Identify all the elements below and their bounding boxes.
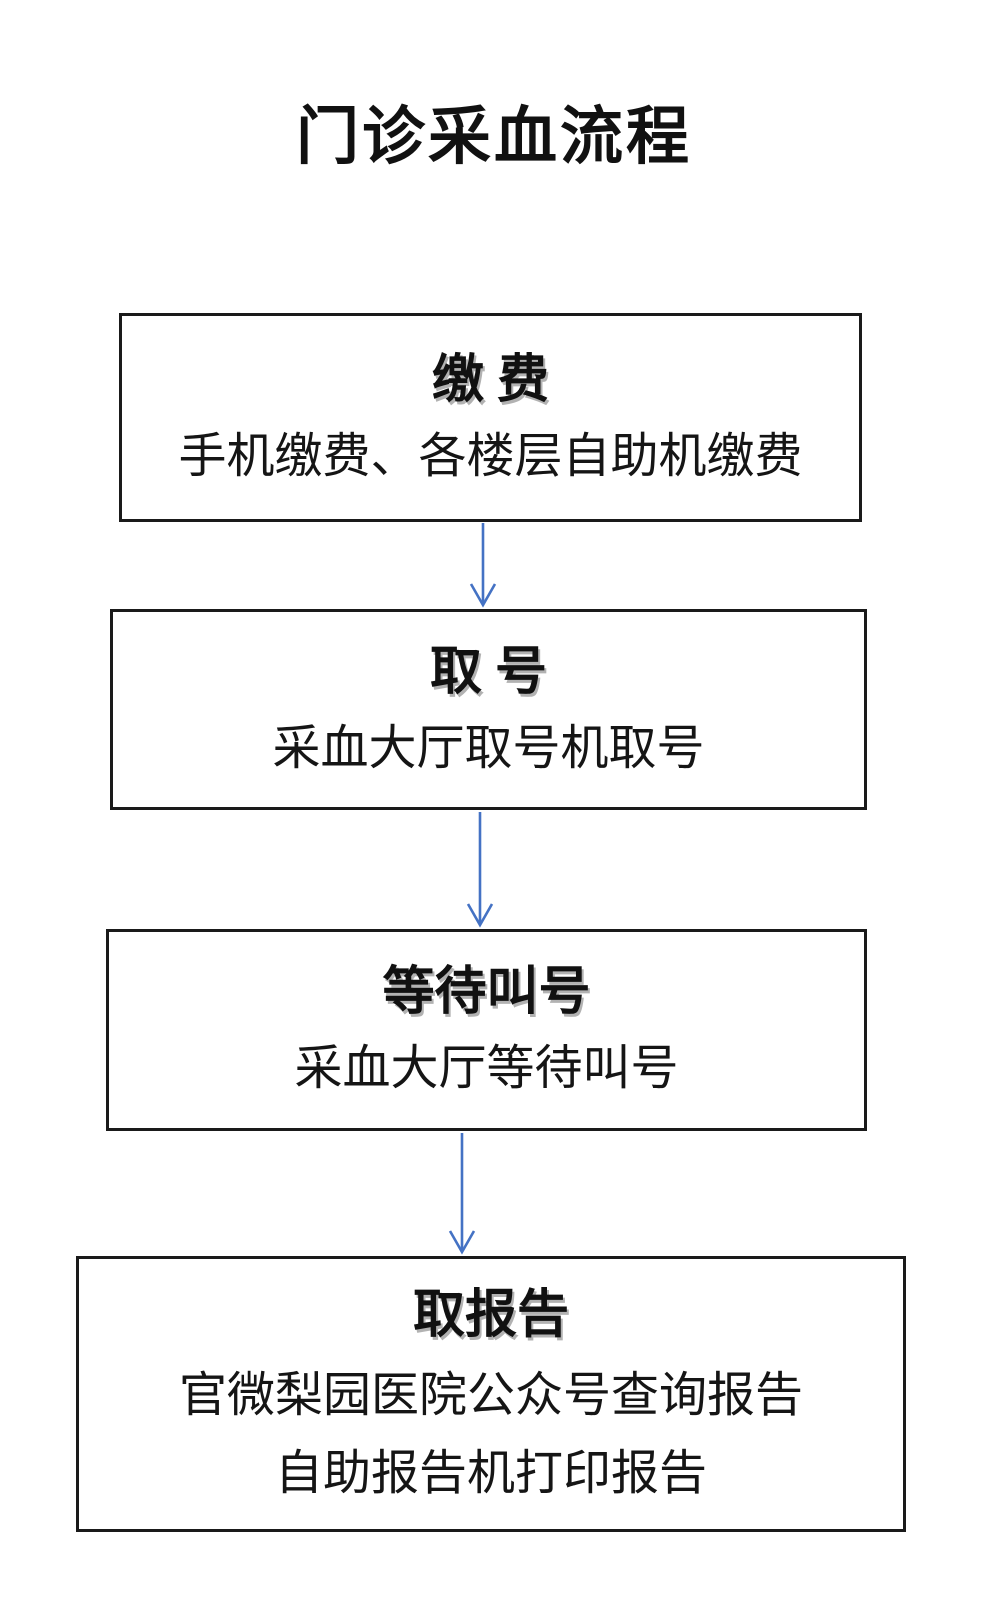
step-heading: 取报告	[412, 1287, 569, 1344]
arrow-head-icon	[466, 903, 494, 928]
flow-arrow-down-3	[448, 1133, 476, 1255]
arrow-head-icon	[448, 1230, 476, 1255]
flow-arrow-down-1	[469, 523, 497, 608]
step-detail: 采血大厅等待叫号	[294, 1042, 679, 1095]
step-detail: 手机缴费、各楼层自助机缴费	[178, 429, 803, 483]
step-heading: 等待叫号	[382, 964, 591, 1021]
flow-step-payment: 缴 费 手机缴费、各楼层自助机缴费	[119, 313, 862, 522]
step-heading: 取 号	[429, 643, 547, 701]
flow-arrow-down-2	[466, 812, 494, 928]
arrow-head-icon	[469, 583, 497, 608]
flow-step-get-report: 取报告 官微梨园医院公众号查询报告 自助报告机打印报告	[76, 1256, 906, 1532]
page-title: 门诊采血流程	[296, 102, 692, 172]
step-detail: 自助报告机打印报告	[274, 1447, 707, 1500]
step-heading: 缴 费	[431, 351, 549, 409]
step-detail: 采血大厅取号机取号	[272, 721, 705, 775]
flow-step-take-number: 取 号 采血大厅取号机取号	[110, 609, 867, 810]
flow-step-wait-call: 等待叫号 采血大厅等待叫号	[106, 929, 867, 1131]
step-detail: 官微梨园医院公众号查询报告	[178, 1369, 803, 1422]
